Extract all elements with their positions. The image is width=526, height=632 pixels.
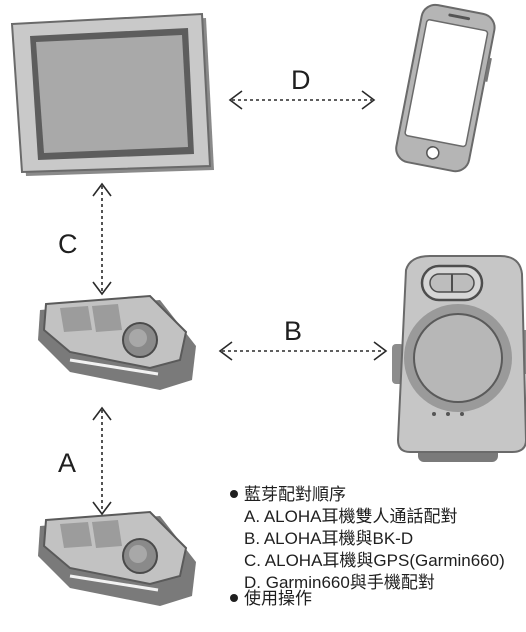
bullet-icon	[230, 594, 238, 602]
arrow-c	[92, 182, 112, 296]
bk-d-device	[392, 255, 526, 462]
label-a: A	[58, 448, 77, 478]
headset-bottom	[38, 510, 196, 606]
arrow-d	[228, 90, 376, 110]
pairing-order-title-text: 藍芽配對順序	[244, 485, 346, 504]
arrow-a	[92, 406, 112, 516]
label-b: B	[284, 316, 303, 346]
list-item: B. ALOHA耳機與BK-D	[244, 529, 414, 548]
list-item: C. ALOHA耳機與GPS(Garmin660)	[244, 551, 505, 570]
pairing-order-list: 藍芽配對順序 A. ALOHA耳機雙人通話配對 B. ALOHA耳機與BK-D …	[226, 484, 526, 627]
list-item: A. ALOHA耳機雙人通話配對	[244, 507, 458, 526]
headset-top	[38, 294, 196, 390]
gps-device	[10, 12, 214, 176]
label-d: D	[291, 65, 311, 95]
phone	[395, 3, 496, 173]
next-section-heading-text: 使用操作	[244, 589, 312, 608]
arrow-b	[218, 341, 388, 361]
list-item: D. Garmin660與手機配對	[244, 573, 435, 592]
next-section-heading: 使用操作	[226, 588, 526, 610]
bullet-icon	[230, 490, 238, 498]
label-c: C	[58, 229, 78, 259]
pairing-order-title: 藍芽配對順序	[226, 484, 526, 506]
